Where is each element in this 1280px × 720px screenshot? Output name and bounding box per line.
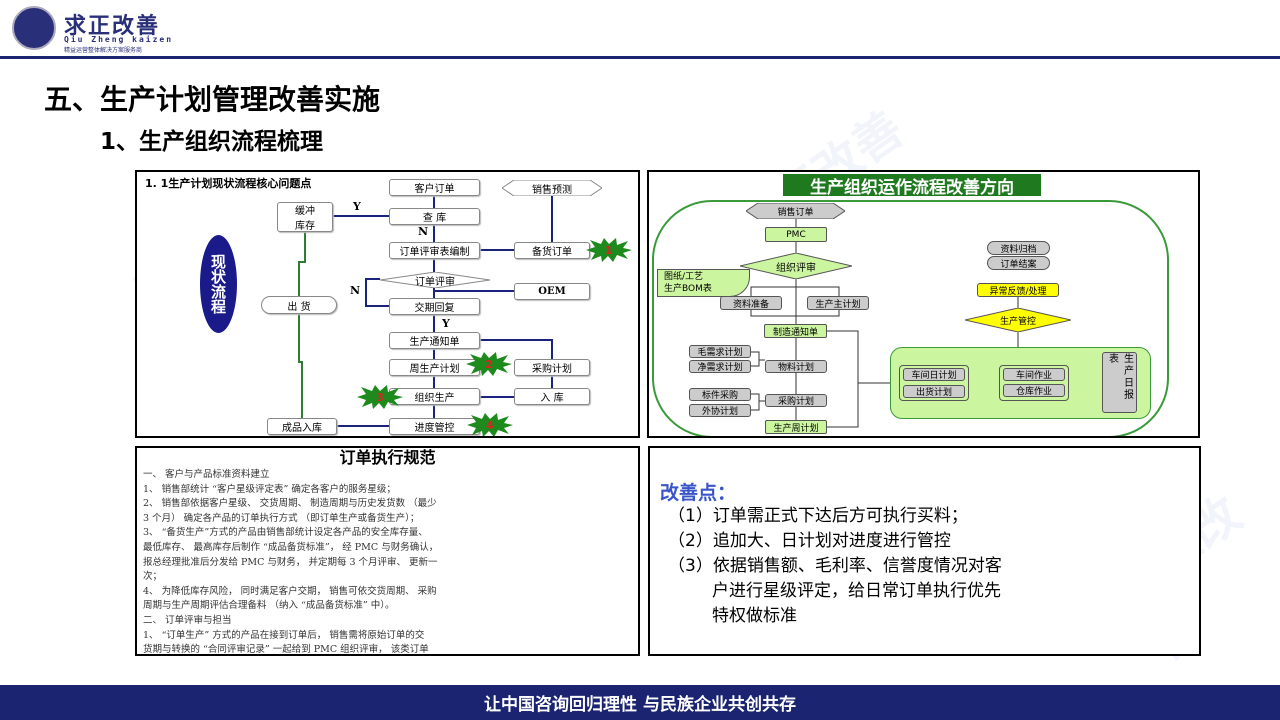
node-buffer-stock: 缓冲库存 — [277, 202, 333, 232]
node-label: 组织评审 — [776, 262, 816, 274]
node-warehouse: 仓库作业 — [1003, 384, 1065, 397]
node-label: 销售订单 — [777, 207, 814, 218]
node-label: 订单评审 — [415, 276, 455, 288]
node-net-req: 净需求计划 — [689, 360, 751, 373]
section-title: 1、生产组织流程梳理 — [100, 129, 324, 155]
footer-slogan: 让中国咨询回归理性 与民族企业共创共存 — [0, 685, 1280, 720]
node-material-plan: 物料计划 — [765, 360, 827, 373]
label-no: N — [350, 284, 361, 297]
improvement-item: （1）订单需正式下达后方可执行买料； — [668, 506, 968, 526]
node-finished-in: 成品入库 — [267, 418, 337, 435]
node-order-review: 订单评审 — [380, 272, 490, 288]
improvement-title: 改善点： — [660, 482, 737, 504]
doc-line: 1、 销售部统计 “客户星级评定表” 确定各客户的服务星级； — [143, 483, 396, 495]
logo: 求正改善 Qiu Zheng kaizen 精益运营整体解决方案服务商 — [12, 6, 202, 54]
node-master-plan: 生产主计划 — [807, 296, 869, 310]
node-weekly-plan: 生产周计划 — [765, 420, 827, 434]
improvement-item: （3）依据销售额、毛利率、信誉度情况对客 — [668, 556, 1002, 576]
improved-flow-diagram: 生产组织运作流程改善方向 销售订单 PMC 组织评审 图纸/工艺生产BOM表 资… — [647, 170, 1200, 438]
node-exception: 异常反馈/处理 — [977, 283, 1059, 297]
node-label: 销售预测 — [532, 184, 572, 196]
node-purchase-plan: 采购计划 — [514, 359, 590, 376]
doc-title: 订单执行规范 — [339, 448, 436, 467]
problem-star-4: 4 — [467, 413, 513, 436]
node-mfg-notice: 制造通知单 — [764, 324, 827, 338]
node-label: 生产管控 — [999, 316, 1036, 327]
doc-line: 最低库存、 最高库存后制作 “成品备货标准”， 经 PMC 与财务确认， — [143, 541, 439, 553]
node-label: 生产BOM表 — [664, 284, 712, 294]
doc-line: 次； — [143, 571, 163, 583]
improvement-points: 改善点： （1）订单需正式下达后方可执行买料； （2）追加大、日计划对进度进行管… — [648, 446, 1201, 656]
current-flow-label: 现状流程 — [200, 235, 237, 333]
label-no: N — [418, 225, 429, 238]
problem-number: 2 — [485, 357, 493, 371]
node-customer-order: 客户订单 — [389, 179, 480, 196]
node-ship: 出 货 — [261, 296, 337, 314]
node-weekly-plan: 周生产计划 — [389, 359, 480, 376]
node-workshop: 车间作业 — [1003, 368, 1065, 381]
logo-name-en: Qiu Zheng kaizen — [64, 35, 174, 44]
current-flow-diagram: 1. 1生产计划现状流程核心问题点 现状流程 客户订单 销售预测 缓冲库存 查 … — [135, 170, 640, 438]
problem-number: 1 — [605, 243, 613, 257]
node-std-purchase: 标件采购 — [689, 388, 751, 401]
problem-star-3: 3 — [357, 385, 403, 409]
node-stock-order: 备货订单 — [514, 242, 590, 259]
node-review-form: 订单评审表编制 — [389, 242, 480, 259]
node-purchase-plan: 采购计划 — [765, 394, 827, 407]
node-drawing-bom: 图纸/工艺生产BOM表 — [657, 269, 750, 297]
node-label: 图纸/工艺 — [664, 272, 704, 282]
node-sales-order: 销售订单 — [746, 203, 845, 219]
problem-star-2: 2 — [466, 352, 512, 376]
page-title: 五、生产计划管理改善实施 — [44, 83, 381, 116]
doc-line: 3 个月） 确定各产品的订单执行方式 （即订单生产或备货生产）； — [143, 512, 420, 524]
flow-frame — [652, 200, 1169, 436]
node-daily-plan: 车间日计划 — [903, 368, 965, 381]
label-yes: Y — [353, 200, 361, 213]
node-control: 生产管控 — [965, 308, 1071, 332]
improvement-item: 特权做标准 — [712, 606, 797, 626]
doc-line: 一、 客户与产品标准资料建立 — [143, 469, 270, 480]
node-close: 订单结案 — [987, 256, 1050, 270]
node-org-review: 组织评审 — [740, 253, 852, 279]
problem-number: 3 — [376, 390, 384, 404]
node-prod-notice: 生产通知单 — [389, 332, 480, 349]
doc-line: 4、 为降低库存风险， 同时满足客户交期， 销售可依交货周期、 采购 — [143, 585, 437, 597]
node-archive: 资料归档 — [987, 241, 1050, 255]
node-oem: OEM — [514, 283, 590, 300]
logo-emblem-icon — [12, 6, 56, 50]
node-sales-forecast: 销售预测 — [502, 180, 602, 196]
label-yes: Y — [442, 317, 450, 330]
node-warehouse-in: 入 库 — [514, 388, 590, 405]
logo-tagline: 精益运营整体解决方案服务商 — [64, 47, 143, 54]
spec-document: 订单执行规范 一、 客户与产品标准资料建立 1、 销售部统计 “客户星级评定表” … — [135, 446, 640, 656]
doc-line: 1、 “订单生产” 方式的产品在接到订单后， 销售需将原始订单的交 — [143, 629, 425, 641]
node-data-prep: 资料准备 — [720, 296, 782, 310]
improvement-item: 户进行星级评定，给日常订单执行优先 — [712, 581, 1001, 601]
doc-line: 3、 “备货生产”方式的产品由销售部统计设定各产品的安全库存量、 — [143, 527, 428, 539]
node-gross-req: 毛需求计划 — [689, 345, 751, 358]
doc-body: 一、 客户与产品标准资料建立 1、 销售部统计 “客户星级评定表” 确定各客户的服… — [137, 468, 638, 656]
node-daily-report: 生产日报表 — [1102, 352, 1137, 413]
improvement-item: （2）追加大、日计划对进度进行管控 — [668, 531, 951, 551]
doc-line: 2、 销售部依据客户星级、 交货周期、 制造周期与历史发货数 （最少 — [143, 498, 437, 510]
node-check-stock: 查 库 — [389, 208, 480, 225]
diagram-title: 1. 1生产计划现状流程核心问题点 — [145, 177, 312, 190]
node-outsource: 外协计划 — [689, 404, 751, 417]
header-divider — [0, 56, 1280, 59]
doc-line: 二、 订单评审与担当 — [143, 614, 232, 626]
doc-line: 货期与转换的 “合同评审记录” 一起给到 PMC 组织评审， 该类订单 — [143, 644, 429, 656]
logo-name: 求正改善 — [64, 14, 161, 39]
problem-number: 4 — [486, 418, 494, 432]
diagram-title: 生产组织运作流程改善方向 — [782, 173, 1042, 198]
doc-line: 报总经理批准后分发给 PMC 与财务， 并定期每 3 个月评审、 更新一 — [143, 556, 438, 568]
problem-star-1: 1 — [586, 238, 632, 262]
node-pmc: PMC — [765, 227, 827, 242]
flow-connectors — [298, 196, 553, 427]
node-delivery-reply: 交期回复 — [389, 298, 480, 315]
node-ship-plan: 出货计划 — [903, 385, 965, 398]
doc-line: 周期与生产周期评估合理备料 （纳入 “成品备货标准” 中）。 — [143, 600, 395, 612]
